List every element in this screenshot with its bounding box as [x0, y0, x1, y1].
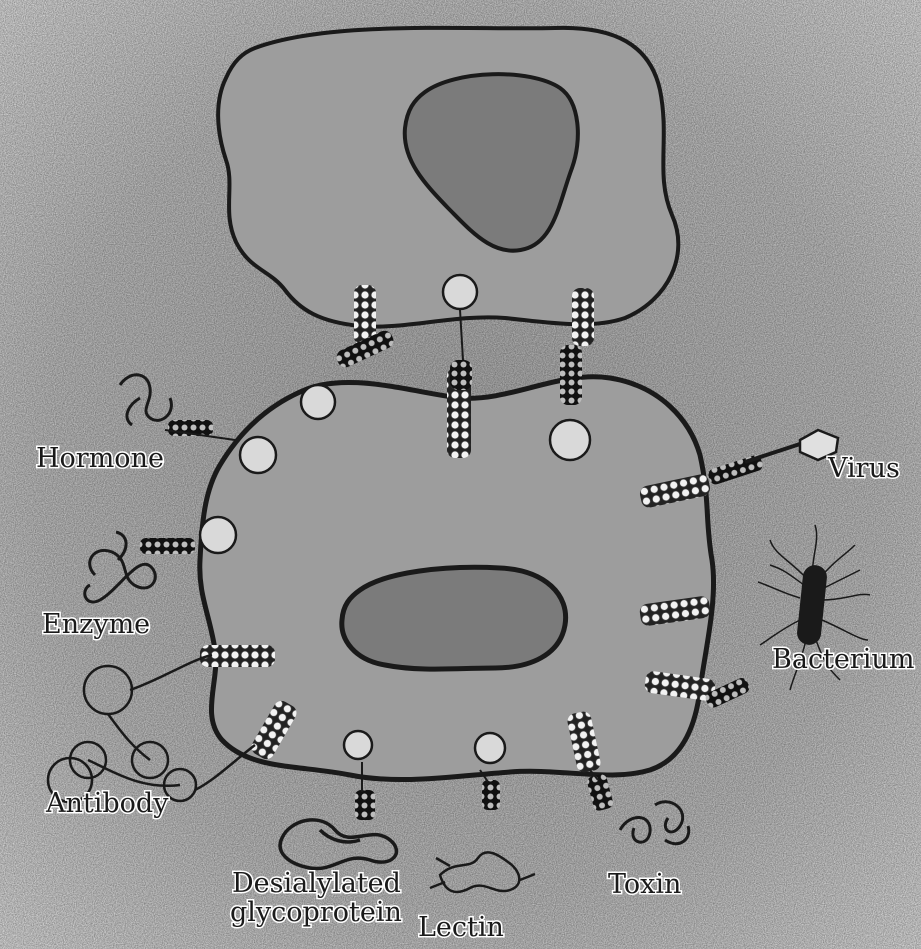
glycan-chain — [560, 345, 582, 405]
receptor-head — [550, 420, 590, 460]
label-bacterium: Bacterium — [772, 644, 914, 675]
glycan-chain — [450, 360, 472, 390]
receptor-head — [240, 437, 276, 473]
label-lectin: Lectin — [418, 912, 504, 943]
label-hormone: Hormone — [36, 443, 164, 474]
receptor-head — [344, 731, 372, 759]
label-virus: Virus — [827, 453, 900, 484]
label-desialylated: Desialylated — [232, 868, 401, 899]
glycan-chain — [140, 538, 195, 554]
label-antibody: Antibody — [45, 788, 169, 819]
lower-cell-nucleus — [342, 567, 566, 669]
glycan-chain — [355, 790, 375, 820]
receptor-head — [200, 517, 236, 553]
label-glycoprotein: glycoprotein — [230, 897, 402, 928]
receptor-head — [475, 733, 505, 763]
receptor-head — [443, 275, 477, 309]
label-toxin: Toxin — [608, 869, 681, 900]
receptor-stalk — [572, 288, 594, 346]
glycan-chain — [482, 780, 500, 810]
receptor-head — [301, 385, 335, 419]
label-enzyme: Enzyme — [42, 609, 150, 640]
